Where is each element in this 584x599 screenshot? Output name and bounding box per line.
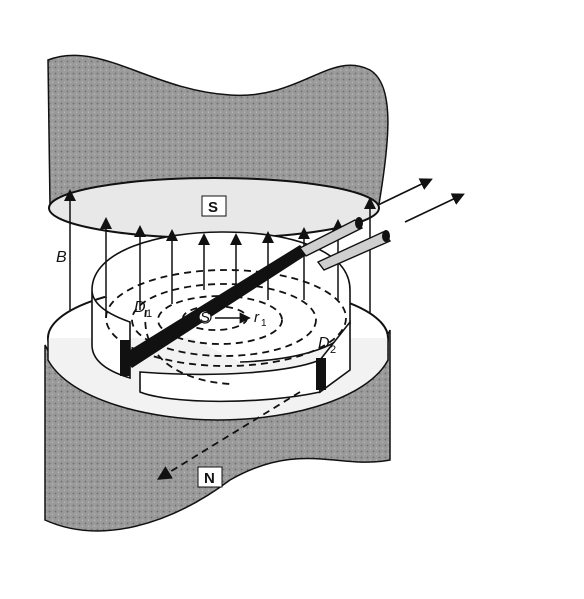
radius-label: r: [254, 309, 260, 326]
magnetic-field-lines: [64, 189, 376, 318]
radius-subscript: 1: [261, 318, 267, 329]
field-label: B: [56, 249, 67, 266]
north-pole-label: N: [204, 470, 215, 487]
dee-2-subscript: 2: [330, 344, 336, 356]
dee-electrodes: [91, 231, 351, 403]
south-pole-label: S: [208, 199, 218, 216]
dee-1-label: D: [134, 299, 146, 316]
radius-indicator: [198, 310, 251, 324]
north-pole-label-box: [197, 466, 223, 488]
source-label: S: [200, 309, 210, 326]
upper-magnet-pole: [47, 54, 389, 239]
dee-2-label: D: [318, 335, 330, 352]
electrode-leads: [298, 217, 392, 271]
south-pole-label-box: [201, 195, 227, 217]
output-arrows: [377, 178, 465, 223]
dee-1-subscript: 1: [146, 308, 152, 320]
